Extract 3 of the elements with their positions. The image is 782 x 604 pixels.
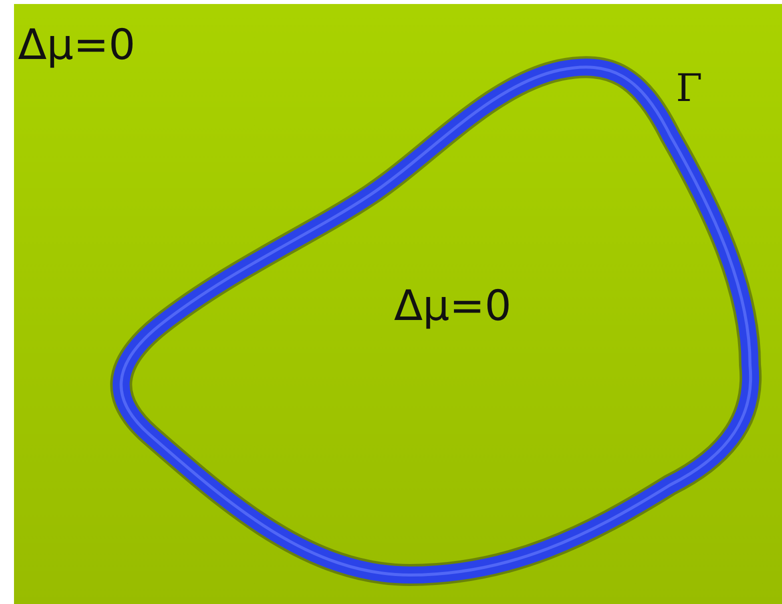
boundary-label: Γ — [676, 69, 702, 107]
region-label: Δμ=0 — [18, 24, 136, 66]
region-label: Δμ=0 — [394, 285, 512, 327]
